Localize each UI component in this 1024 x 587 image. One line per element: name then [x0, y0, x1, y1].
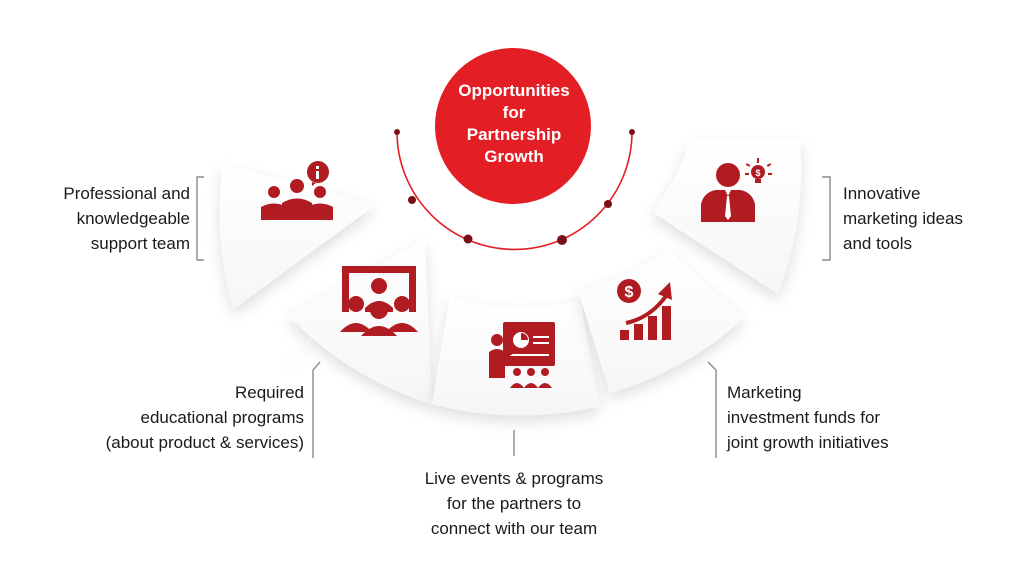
arc-dot [557, 235, 567, 245]
label-line: marketing ideas [843, 209, 964, 228]
svg-text:$: $ [625, 284, 634, 301]
label-line: Professional and [63, 184, 190, 203]
label-educational-programs: Required educational programs (about pro… [106, 380, 304, 455]
label-line: for the partners to [446, 494, 582, 513]
hub-title-line: for [502, 103, 526, 122]
label-support-team: Professional and knowledgeable support t… [63, 181, 190, 256]
label-line: (about product & services) [105, 433, 304, 452]
arc-dot [463, 234, 473, 244]
label-line: support team [90, 234, 190, 253]
presenter-board-icon [489, 322, 555, 388]
bracket-innovative [822, 176, 831, 261]
label-line: connect with our team [430, 519, 598, 538]
bracket-support-team [196, 176, 204, 261]
arc-dot [408, 196, 416, 204]
segment-educational-programs [282, 234, 432, 404]
support-team-icon [261, 161, 333, 220]
hub-title-line: Partnership [466, 125, 562, 144]
svg-text:$: $ [755, 168, 760, 178]
label-line: investment funds for [727, 408, 881, 427]
idea-person-icon: $ [701, 158, 772, 222]
hub-title: Opportunities for Partnership Growth [428, 80, 600, 168]
label-line: joint growth initiatives [727, 433, 889, 452]
connector-arc [396, 131, 633, 251]
bracket-educational [312, 361, 321, 458]
arc-dot [394, 129, 400, 135]
label-marketing-funds: Marketing investment funds for joint gro… [727, 380, 889, 455]
hub-title-line: Opportunities [458, 81, 570, 100]
label-line: Live events & programs [424, 469, 604, 488]
arc-dot [604, 200, 612, 208]
growth-chart-dollar-icon: $ [617, 279, 672, 340]
hub-circle [435, 48, 591, 204]
segment-support-team [219, 164, 377, 310]
bracket-marketing-funds [707, 361, 717, 458]
label-line: educational programs [140, 408, 304, 427]
label-line: Marketing [727, 383, 802, 402]
label-line: knowledgeable [76, 209, 190, 228]
label-live-events: Live events & programs for the partners … [374, 466, 654, 541]
label-line: and tools [843, 234, 912, 253]
label-innovative-marketing: Innovative marketing ideas and tools [843, 181, 963, 256]
presentation-audience-icon [340, 266, 418, 336]
arc-dot [629, 129, 635, 135]
segment-marketing-funds [578, 250, 744, 393]
hub-title-line: Growth [484, 147, 544, 166]
label-line: Required [235, 383, 304, 402]
label-line: Innovative [843, 184, 921, 203]
